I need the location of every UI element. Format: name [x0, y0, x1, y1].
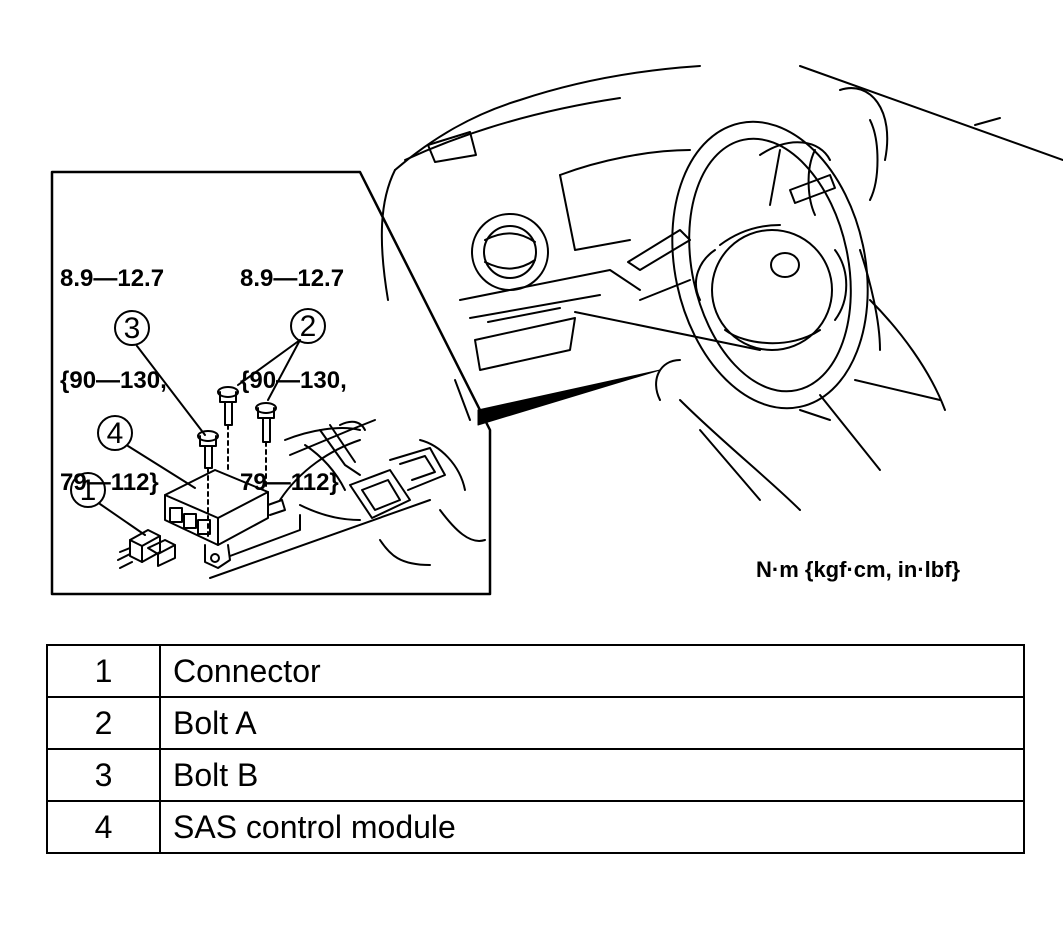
illustration: 3 2 4 1 — [50, 65, 1063, 596]
part-number: 2 — [46, 696, 161, 750]
part-name: Bolt A — [159, 696, 1025, 750]
bolt-a-upper — [217, 386, 239, 471]
table-row: 2 Bolt A — [46, 696, 1025, 750]
table-row: 4 SAS control module — [46, 800, 1025, 854]
torque-nm: 8.9—12.7 — [240, 265, 345, 292]
callout-4: 4 — [97, 415, 133, 451]
sas-control-module-drawing — [164, 469, 286, 569]
torque-kgfcm: {90—130, — [60, 367, 167, 394]
part-number: 3 — [46, 748, 161, 802]
inset-floor-drawing — [209, 419, 486, 579]
torque-spec-bolt-b: 8.9—12.7 {90—130, 79—112} — [60, 194, 167, 534]
svg-text:2: 2 — [300, 310, 317, 343]
detail-frame — [50, 170, 492, 596]
callout-2: 2 — [290, 308, 326, 344]
part-name: Bolt B — [159, 748, 1025, 802]
part-name: SAS control module — [159, 800, 1025, 854]
torque-kgfcm: {90—130, — [240, 367, 347, 394]
dashboard-drawing — [380, 65, 1063, 511]
svg-text:1: 1 — [80, 474, 97, 507]
bolt-a-lower — [255, 402, 277, 491]
torque-inlbf: 79—112} — [240, 469, 339, 496]
table-row: 3 Bolt B — [46, 748, 1025, 802]
part-name: Connector — [159, 644, 1025, 698]
svg-text:3: 3 — [124, 312, 141, 345]
torque-units-label: N·m {kgf·cm, in·lbf} — [756, 557, 961, 582]
leader-lines — [99, 339, 301, 536]
connector-drawing — [117, 529, 176, 569]
svg-text:4: 4 — [107, 417, 124, 450]
table-row: 1 Connector — [46, 644, 1025, 698]
parts-legend-table: 1 Connector 2 Bolt A 3 Bolt B 4 SAS cont… — [46, 644, 1025, 854]
part-number: 1 — [46, 644, 161, 698]
detail-pointer — [477, 369, 661, 426]
part-number: 4 — [46, 800, 161, 854]
torque-spec-bolt-a: 8.9—12.7 {90—130, 79—112} — [240, 194, 347, 534]
bolt-b — [197, 430, 219, 541]
torque-inlbf: 79—112} — [60, 469, 159, 496]
callout-3: 3 — [114, 310, 150, 346]
callout-1: 1 — [70, 472, 106, 508]
torque-nm: 8.9—12.7 — [60, 265, 165, 292]
